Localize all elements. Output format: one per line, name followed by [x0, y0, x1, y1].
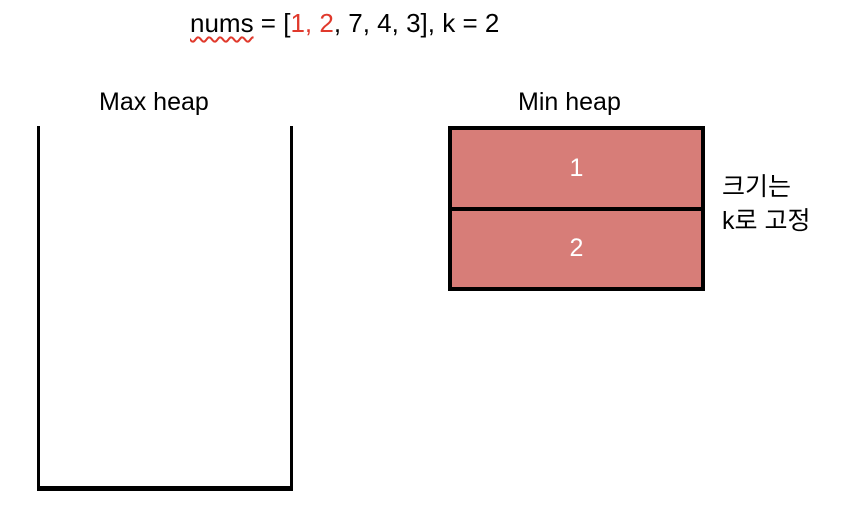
max-heap-label: Max heap: [99, 88, 209, 116]
nums-expression: nums = [1, 2, 7, 4, 3], k = 2: [190, 8, 499, 38]
min-heap-cell: 2: [452, 206, 701, 287]
size-fixed-annotation: 크기는 k로 고정: [722, 173, 811, 235]
min-heap-cell: 1: [452, 130, 701, 207]
max-heap-container: [37, 126, 293, 491]
min-heap-label: Min heap: [518, 88, 621, 116]
rest-of-expression: , 7, 4, 3], k = 2: [333, 8, 500, 38]
highlighted-value-1: 1,: [290, 8, 313, 38]
min-heap-box: 1 2: [448, 126, 705, 291]
assign-text: = [: [253, 8, 291, 38]
highlighted-value-2: 2: [319, 8, 334, 38]
nums-variable: nums: [190, 8, 254, 38]
